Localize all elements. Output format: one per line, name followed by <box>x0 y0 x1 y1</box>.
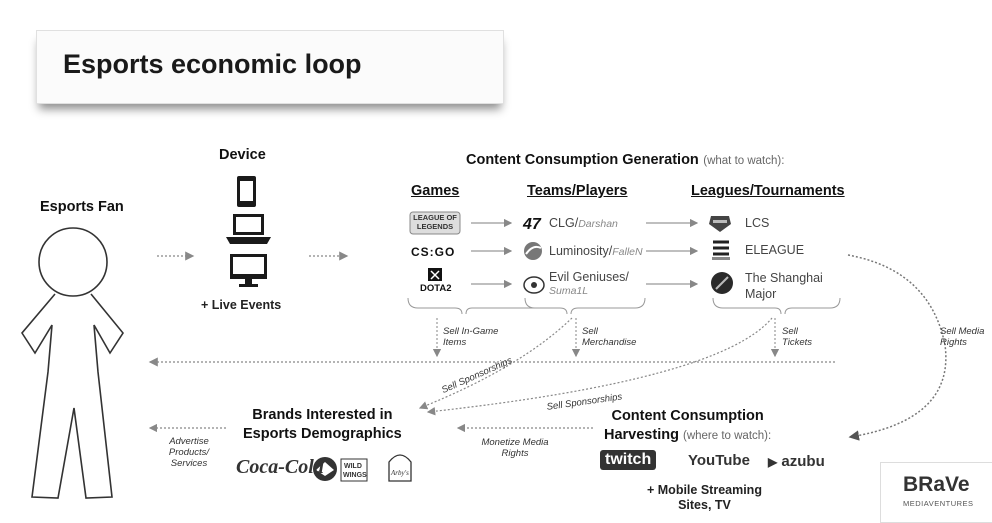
column-brackets <box>407 297 841 315</box>
csgo-logo-text: CS:GO <box>411 245 456 259</box>
team-luminosity: Luminosity/FalleN <box>549 244 643 258</box>
luminosity-logo <box>524 242 542 260</box>
monitor-icon <box>230 254 267 287</box>
team-luminosity-name: Luminosity/ <box>549 244 613 258</box>
arbys-logo: Arby's <box>388 454 412 482</box>
mobile-streaming-label: + Mobile Streaming Sites, TV <box>647 483 762 513</box>
leagues-column-header: Leagues/Tournaments <box>691 183 845 199</box>
lcs-logo <box>709 216 731 232</box>
azubu-logo: ▶ azubu <box>768 453 825 470</box>
league-shanghai-major: The Shanghai Major <box>745 270 823 302</box>
eg-logo <box>523 276 545 294</box>
laptop-icon <box>226 214 271 244</box>
title-box: Esports economic loop <box>36 30 504 104</box>
harvest-note: (where to watch): <box>682 430 772 442</box>
content-generation-header: Content Consumption Generation (what to … <box>466 151 784 169</box>
team-clg-player: Darshan <box>578 218 618 230</box>
azubu-logo-text: azubu <box>781 453 825 470</box>
arrow-sell-media-rights <box>847 254 947 441</box>
team-eg-player: Suma1L <box>549 285 589 297</box>
page-title: Esports economic loop <box>63 49 362 79</box>
brands-title-line-1: Brands Interested in <box>252 407 393 423</box>
lol-logo-line-2: LEGENDS <box>416 221 454 231</box>
league-shanghai-line-2: Major <box>745 287 777 301</box>
dota2-logo <box>428 268 442 281</box>
sell-merchandise-label: Sell Merchandise <box>582 326 637 348</box>
content-generation-title: Content Consumption Generation <box>466 152 699 168</box>
league-eleague: ELEAGUE <box>745 243 805 257</box>
esports-fan-figure <box>21 227 124 499</box>
eleague-logo <box>712 240 730 260</box>
device-label: Device <box>219 147 266 163</box>
harvest-title-line-2: Harvesting <box>604 427 679 443</box>
sell-tickets-label: Sell Tickets <box>782 326 813 348</box>
buffalo-wild-wings-logo: WILD WINGS <box>313 457 368 482</box>
svg-text:WINGS: WINGS <box>343 472 367 479</box>
brave-logo-sub: MEDIAVENTURES <box>903 499 974 508</box>
phone-icon <box>237 176 256 207</box>
twitch-logo: twitch <box>600 450 657 470</box>
brave-logo-name: BRaVe <box>903 473 970 496</box>
team-clg: CLG/Darshan <box>549 216 618 230</box>
content-generation-note: (what to watch): <box>703 155 785 167</box>
shanghai-major-logo <box>711 272 733 294</box>
advertise-label: Advertise Products/ Services <box>168 436 210 469</box>
brands-title-line-2: Esports Demographics <box>243 426 402 442</box>
sell-media-rights-label: Sell Media Rights <box>940 326 985 348</box>
svg-text:Arby's: Arby's <box>390 469 409 477</box>
lol-logo-line-1: LEAGUE OF <box>413 213 457 222</box>
esports-fan-label: Esports Fan <box>40 199 124 215</box>
team-eg-name: Evil Geniuses/ <box>549 270 629 284</box>
lol-logo <box>409 211 461 235</box>
youtube-logo: YouTube <box>688 452 750 469</box>
lol-logo-text: LEAGUE OF LEGENDS <box>413 213 457 231</box>
arrow-teams-sponsorships <box>418 317 573 410</box>
harvest-title: Content Consumption Harvesting (where to… <box>604 407 771 446</box>
arrow-leagues-sponsorships <box>426 317 773 416</box>
azubu-icon: ▶ <box>768 455 778 469</box>
brands-title: Brands Interested in Esports Demographic… <box>243 406 402 444</box>
harvest-title-line-1: Content Consumption <box>611 408 764 424</box>
svg-text:47: 47 <box>522 216 542 233</box>
team-eg: Evil Geniuses/ Suma1L <box>549 270 629 298</box>
svg-text:WILD: WILD <box>344 463 362 470</box>
mobile-streaming-line-1: + Mobile Streaming <box>647 483 762 497</box>
sell-ingame-items-label: Sell In-Game Items <box>443 326 499 348</box>
coca-cola-logo: Coca-Cola <box>236 456 324 478</box>
brave-logo: BRaVe MEDIAVENTURES <box>880 462 992 523</box>
teams-column-header: Teams/Players <box>527 183 628 199</box>
live-events-label: + Live Events <box>201 298 282 312</box>
team-luminosity-player: FalleN <box>612 246 643 258</box>
games-column-header: Games <box>411 183 460 199</box>
csgo-logo <box>409 243 461 262</box>
dota2-logo-text: DOTA2 <box>420 283 452 294</box>
team-clg-name: CLG/ <box>549 216 579 230</box>
league-shanghai-line-1: The Shanghai <box>745 271 823 285</box>
league-lcs: LCS <box>745 216 770 230</box>
clg-logo: 47 <box>522 216 542 233</box>
monetize-media-rights-label: Monetize Media Rights <box>481 437 549 459</box>
mobile-streaming-line-2: Sites, TV <box>678 498 731 512</box>
